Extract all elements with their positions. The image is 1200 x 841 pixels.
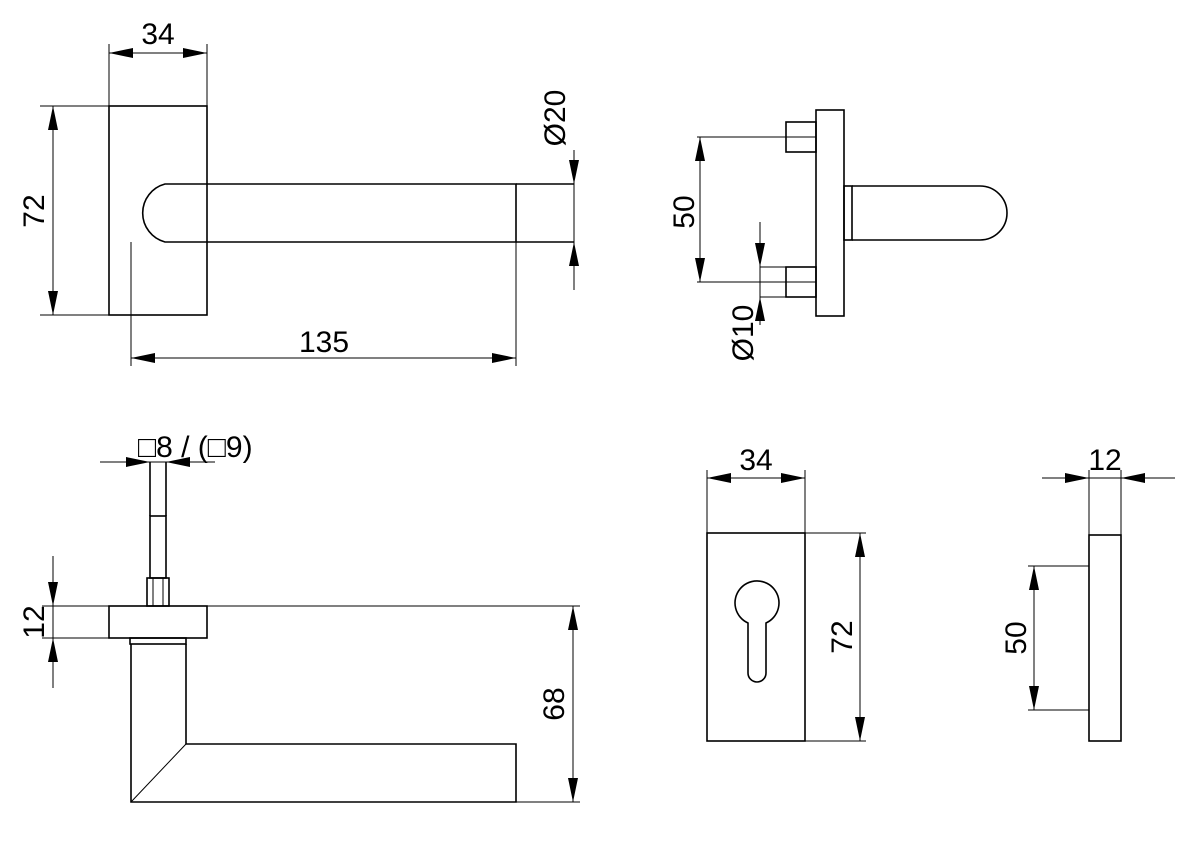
keyhole-plate-view: 34 72	[706, 444, 866, 742]
rose-thickness-dimension: 12	[18, 556, 109, 688]
lever-drop-dimension: 68	[207, 605, 580, 803]
side-view: 50 Ø10	[668, 109, 1008, 361]
plate-outline	[706, 532, 806, 742]
pin-centerlines	[786, 136, 816, 283]
plate-height-label: 72	[826, 620, 859, 653]
pin-diameter-dimension: Ø10	[727, 222, 786, 361]
lever-outline	[141, 183, 517, 243]
spindle-base	[146, 577, 170, 607]
lever-bend-line	[130, 743, 187, 803]
plate-side-outline	[1088, 534, 1122, 742]
front-view: 34 72 Ø20 135	[18, 18, 579, 366]
rose-top-outline	[108, 605, 208, 639]
lever-diameter-label: Ø20	[539, 90, 572, 147]
plate-thickness-label: 12	[1088, 444, 1121, 477]
plate-side-view: 12 50	[1000, 444, 1175, 742]
spindle-dimension: □8 / (□9)	[100, 431, 253, 467]
spindle-label: □8 / (□9)	[138, 431, 253, 464]
rose-side-outline	[815, 109, 845, 317]
lever-drop-label: 68	[538, 687, 571, 720]
plate-screw-spacing-label: 50	[1000, 621, 1033, 654]
screw-spacing-dimension: 50	[668, 136, 786, 283]
spindle-base-lines	[152, 578, 164, 606]
pin-diameter-label: Ø10	[727, 305, 760, 362]
lever-side-outline	[852, 185, 1008, 241]
plate-screw-spacing-dimension: 50	[1000, 565, 1089, 711]
lever-top-outline	[130, 644, 517, 803]
rose-seat	[129, 637, 187, 645]
spindle-lower	[149, 515, 167, 579]
plate-width-label: 34	[739, 444, 772, 477]
rose-thickness-label: 12	[18, 605, 51, 638]
plate-height-dimension: 72	[805, 532, 866, 742]
lever-length-label: 135	[299, 326, 349, 359]
spindle-upper	[149, 462, 167, 516]
lever-neck	[516, 183, 574, 243]
lever-neck-side	[843, 185, 853, 241]
keyhole-outline	[734, 580, 780, 683]
rose-outline	[108, 105, 208, 316]
plate-width-dimension: 34	[706, 444, 806, 533]
rose-height-dimension: 72	[18, 105, 109, 316]
lever-diameter-dimension: Ø20	[539, 90, 579, 290]
lever-length-dimension: 135	[130, 242, 517, 366]
top-view: □8 / (□9) 12 68	[18, 431, 580, 803]
rose-width-dimension: 34	[108, 18, 208, 106]
rose-height-label: 72	[18, 194, 51, 227]
screw-spacing-label: 50	[668, 195, 701, 228]
plate-thickness-dimension: 12	[1042, 444, 1175, 535]
rose-width-label: 34	[141, 18, 174, 51]
